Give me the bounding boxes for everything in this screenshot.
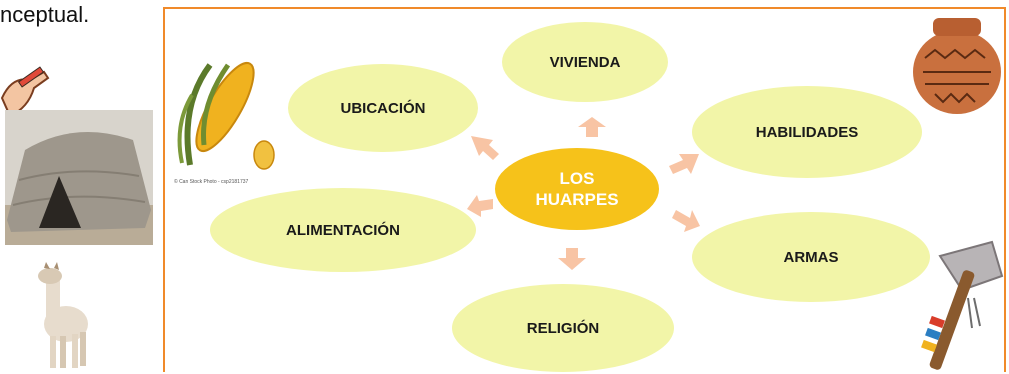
llama-icon	[38, 262, 88, 368]
node-ubicacion: UBICACIÓN	[288, 64, 478, 152]
arrow-to-alimentacion	[467, 195, 493, 217]
node-armas: ARMAS	[692, 212, 930, 302]
center-line-1: LOS	[559, 168, 595, 188]
arrow-to-ubicacion	[471, 136, 499, 160]
center-line-2: HUARPES	[535, 190, 619, 209]
node-alimentacion: ALIMENTACIÓN	[210, 188, 476, 272]
arrow-to-habilidades	[669, 154, 699, 174]
node-religion: RELIGIÓN	[452, 284, 674, 372]
arrow-to-vivienda	[578, 117, 606, 137]
node-vivienda: VIVIENDA	[502, 22, 668, 102]
center-node: LOS HUARPES	[495, 148, 659, 230]
corn-credit: © Can Stock Photo - csp2181737	[174, 178, 249, 185]
diagram-frame	[163, 7, 1006, 372]
axe-icon	[921, 240, 1004, 370]
node-habilidades: HABILIDADES	[692, 86, 922, 178]
pottery-icon	[913, 18, 1001, 114]
stone-hut-icon	[5, 110, 153, 245]
arrow-to-armas	[672, 210, 700, 232]
corn-icon: © Can Stock Photo - csp2181737	[174, 61, 275, 185]
caption-text: nceptual.	[0, 2, 90, 27]
arrow-to-religion	[558, 248, 586, 270]
